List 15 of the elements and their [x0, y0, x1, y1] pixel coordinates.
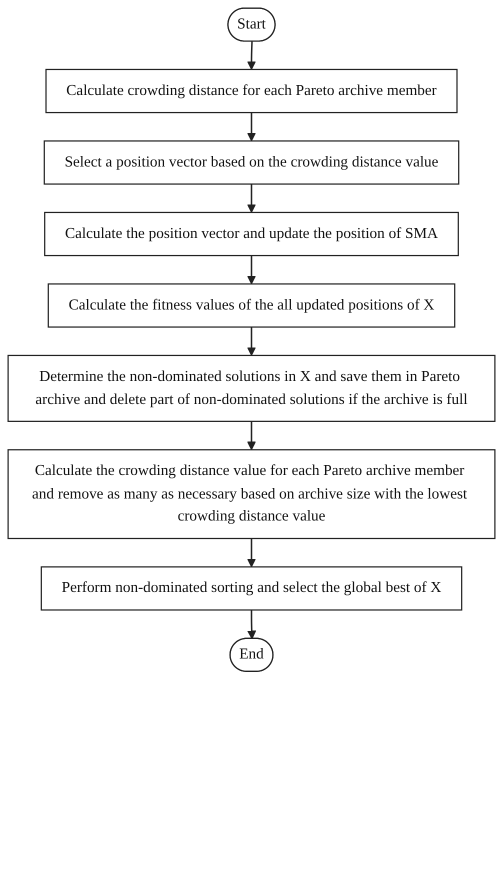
- node-box: Calculate the position vector and update the position of SMA: [44, 212, 459, 256]
- arrow: [247, 256, 256, 284]
- node-box: Select a position vector based on the crowding distance value: [44, 140, 460, 185]
- arrow: [247, 538, 256, 568]
- node-box: Calculate crowding distance for each Pareto archive member: [45, 68, 458, 114]
- node-box: Perform non-dominated sorting and select the global best of X: [40, 566, 462, 611]
- arrow: [247, 421, 256, 450]
- node-box: Calculate the crowding distance value for each Pareto archive member and remove as many as necessary based on archive size with the lowest crowding distance value: [8, 449, 496, 540]
- node-box: Determine the non-dominated solutions in X and save them in Pareto archive and delete part of non-dominated solutions if the archive is full: [8, 354, 496, 422]
- arrow: [247, 327, 256, 356]
- arrow: [247, 112, 256, 142]
- arrow: [247, 42, 256, 70]
- node-box: Calculate the fitness values of the all updated positions of X: [48, 283, 456, 328]
- arrow: [247, 610, 256, 640]
- arrow: [247, 184, 256, 213]
